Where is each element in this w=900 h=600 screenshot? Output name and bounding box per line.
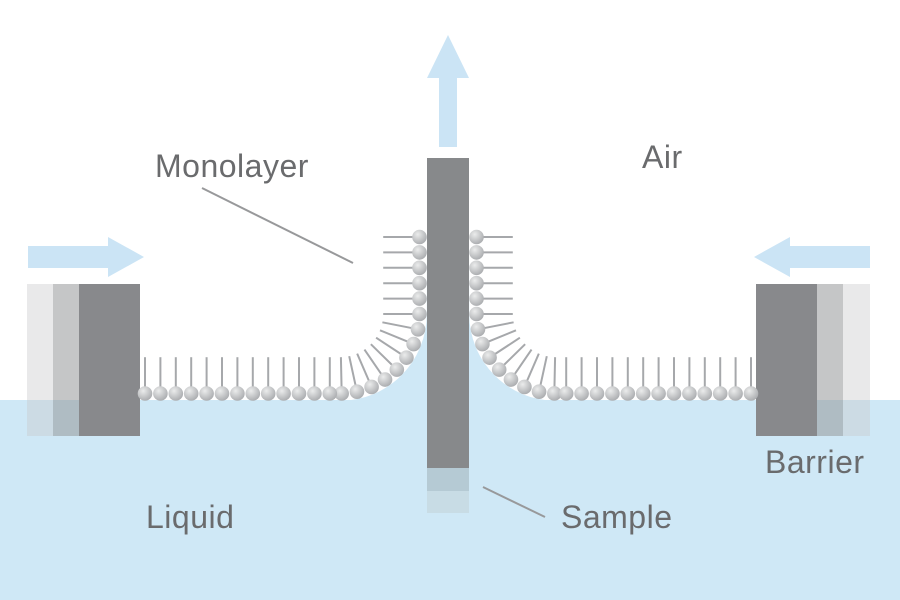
molecule-head [412, 306, 427, 322]
molecule-head [482, 350, 497, 365]
molecule-head [412, 260, 427, 276]
molecule-head [712, 386, 728, 401]
sample-plate-submerged-upper [427, 468, 469, 491]
right-barrier-band-mid [817, 284, 843, 436]
molecule-head [377, 372, 393, 387]
molecule-head [245, 386, 261, 401]
sample-label: Sample [561, 499, 673, 535]
molecule-head [651, 386, 666, 401]
sample-plate [427, 158, 469, 513]
molecule-head [199, 386, 214, 401]
meniscus-right [469, 233, 564, 401]
molecule-head [230, 386, 245, 401]
right-barrier [756, 284, 870, 436]
molecule-head [728, 386, 743, 401]
molecule-head [412, 291, 427, 306]
molecule-head [276, 386, 291, 401]
molecule-head [558, 386, 574, 401]
molecule-head [410, 322, 426, 337]
molecule-head [412, 229, 427, 245]
molecule-head [307, 386, 322, 401]
molecule-head [291, 386, 307, 401]
molecule-head [697, 386, 713, 401]
molecule-head [260, 386, 276, 401]
molecule-head [153, 386, 168, 401]
barrier-compression-arrow-right-icon [28, 237, 144, 277]
sample-plate-submerged-lower [427, 491, 469, 513]
molecule-head [469, 245, 484, 260]
molecule-head [399, 350, 414, 365]
molecule-head [743, 386, 759, 401]
molecule-head [406, 336, 421, 352]
molecule-head [517, 379, 532, 395]
molecule-head [349, 384, 365, 399]
molecule-head [635, 386, 651, 401]
air-label: Air [642, 139, 683, 175]
right-barrier-band-dark [756, 284, 817, 436]
molecule-head [469, 291, 484, 306]
molecule-head [682, 386, 697, 401]
molecule-head [666, 386, 682, 401]
left-barrier-band-dark [79, 284, 140, 436]
sample-plate-body [427, 158, 469, 468]
left-barrier [27, 284, 140, 436]
dipping-direction-up-arrow-icon [427, 35, 469, 147]
molecule-head [412, 275, 427, 291]
molecule-head [620, 386, 636, 401]
molecule-head [334, 386, 349, 401]
molecule-head [137, 386, 153, 401]
molecule-head [574, 386, 589, 401]
molecule-head [589, 386, 605, 401]
molecule-head [470, 322, 486, 337]
molecule-head [469, 275, 484, 291]
molecule-head [389, 362, 405, 377]
molecule-head [469, 260, 484, 276]
molecule-head [531, 384, 547, 399]
monolayer-right [469, 229, 759, 401]
monolayer-leader-line [201, 187, 354, 264]
molecule-head [168, 386, 184, 401]
molecule-head [491, 362, 507, 377]
molecule-head [605, 386, 620, 401]
monolayer-label: Monolayer [155, 148, 309, 184]
left-barrier-band-light [27, 284, 53, 436]
molecule-head [469, 229, 484, 245]
liquid-label: Liquid [146, 499, 235, 535]
meniscus-left [332, 233, 427, 401]
right-barrier-band-light [843, 284, 870, 436]
molecule-head [214, 386, 230, 401]
sample-leader-line [482, 486, 546, 518]
monolayer-left [137, 229, 427, 401]
molecule-head [503, 372, 519, 387]
molecule-head [322, 386, 338, 401]
molecule-head [547, 386, 562, 401]
molecule-head [412, 245, 427, 260]
molecule-head [475, 336, 490, 352]
left-barrier-band-mid [53, 284, 79, 436]
molecule-head [364, 379, 379, 395]
molecule-head [469, 306, 484, 322]
molecule-head [183, 386, 199, 401]
barrier-label: Barrier [765, 444, 865, 480]
barrier-compression-arrow-left-icon [754, 237, 870, 277]
